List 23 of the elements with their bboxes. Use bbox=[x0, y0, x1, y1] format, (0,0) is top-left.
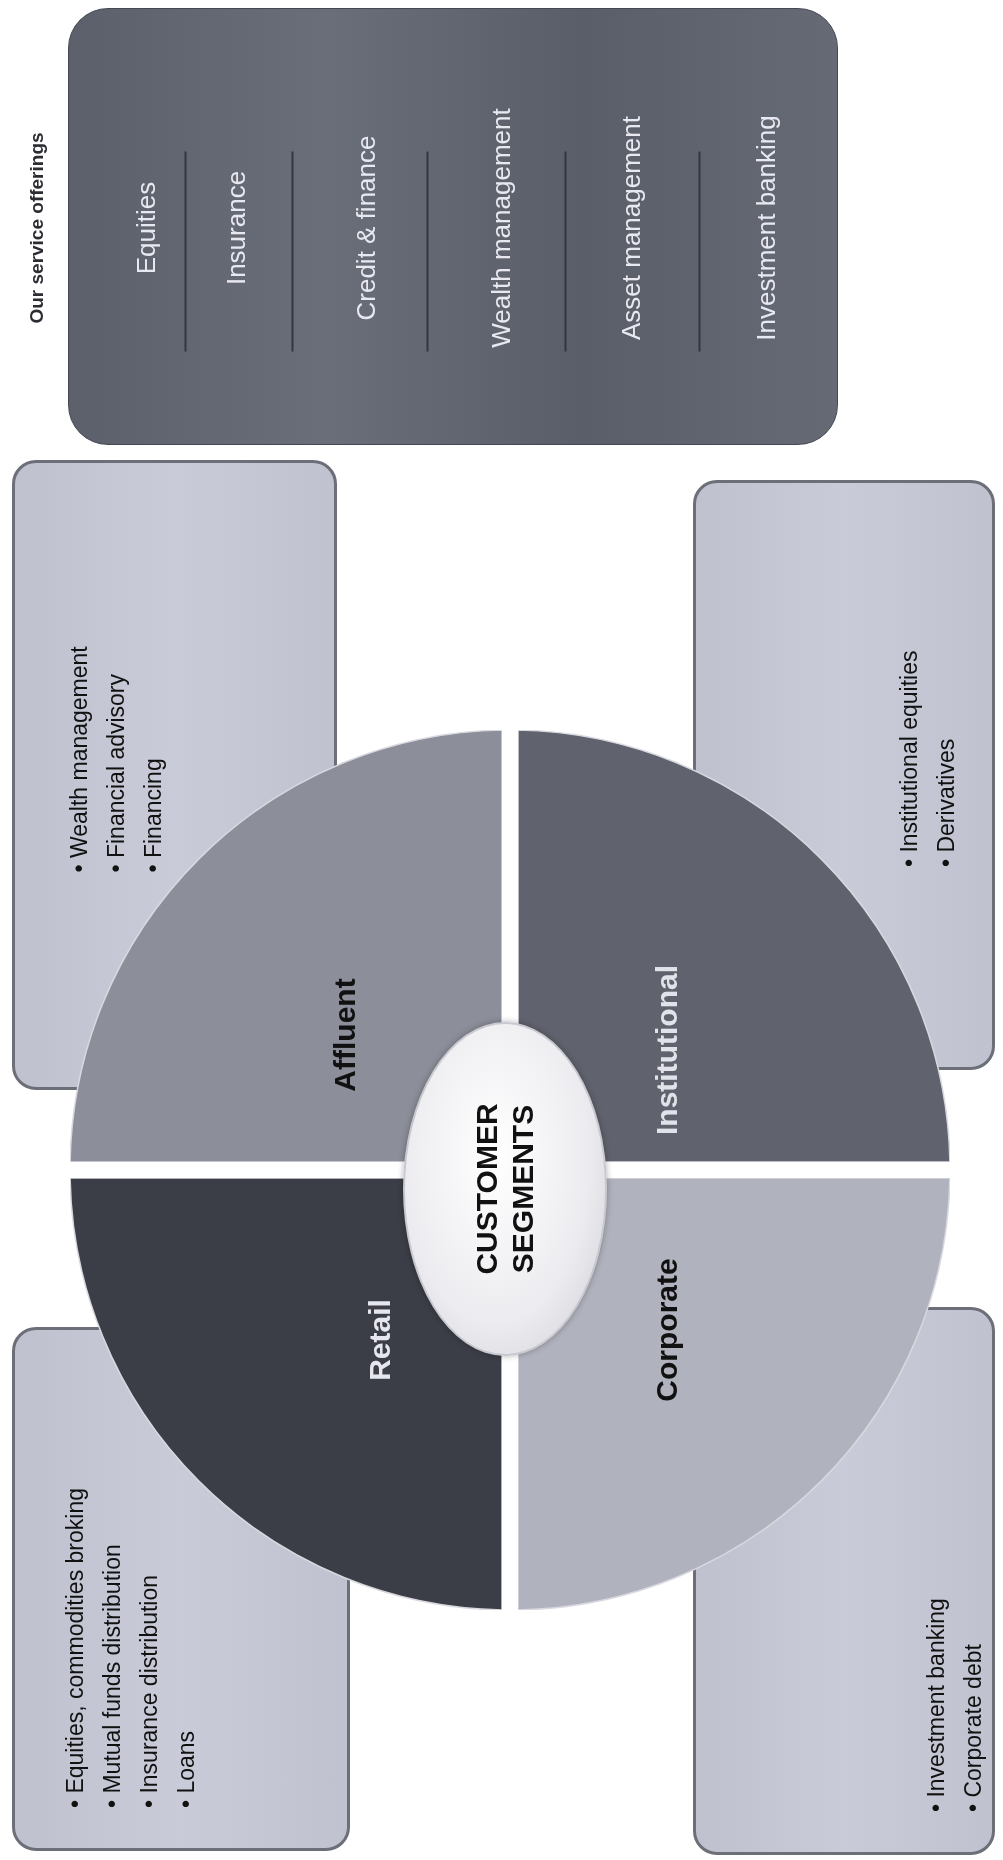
segment-label: Affluent bbox=[328, 978, 362, 1092]
segment-label: Institutional bbox=[650, 965, 684, 1135]
segment-label: Corporate bbox=[650, 1258, 684, 1402]
center-label: CUSTOMER SEGMENTS bbox=[469, 1102, 540, 1277]
bullet-item: • Mutual funds distribution bbox=[98, 1544, 126, 1808]
bullet-item: • Wealth management bbox=[64, 645, 93, 872]
bullet-item: • Loans bbox=[172, 1730, 200, 1808]
segment-label: Retail bbox=[363, 1299, 397, 1381]
service-item: Equities bbox=[130, 181, 162, 274]
section-heading: Our service offerings bbox=[26, 132, 48, 324]
service-item: Insurance bbox=[220, 170, 252, 285]
service-item: Asset management bbox=[615, 115, 647, 340]
bullet-item: • Investment banking bbox=[922, 1598, 950, 1812]
bullet-item: • Corporate debt bbox=[959, 1644, 987, 1812]
bullet-item: • Financing bbox=[138, 757, 167, 872]
bullet-item: • Equities, commodities broking bbox=[61, 1488, 89, 1808]
bullet-item: • Insurance distribution bbox=[135, 1574, 163, 1808]
service-item: Credit & finance bbox=[350, 135, 382, 320]
service-item: Investment banking bbox=[750, 114, 782, 341]
service-item: Wealth management bbox=[485, 107, 517, 348]
bullet-item: • Financial advisory bbox=[101, 673, 130, 872]
bullet-item: • Derivatives bbox=[932, 738, 960, 867]
bullet-item: • Institutional equities bbox=[895, 650, 923, 867]
